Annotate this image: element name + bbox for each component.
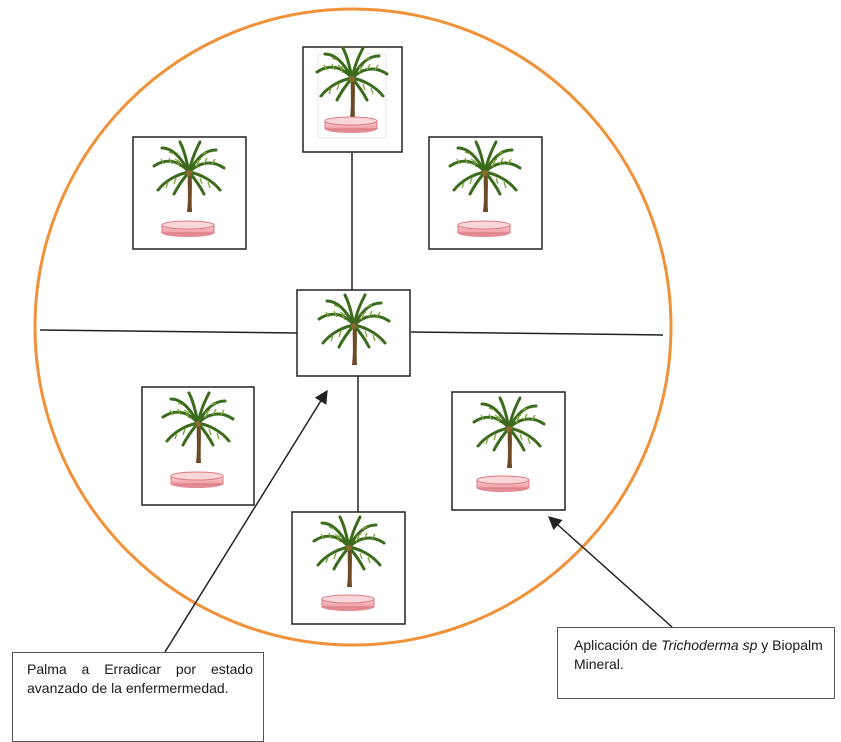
palm-box-upper-right — [428, 136, 543, 250]
callout-treatment-species: Trichoderma sp — [661, 637, 758, 653]
callout-treatment-prefix: Aplicación de — [574, 637, 662, 653]
treatment-pot-icon — [324, 116, 378, 134]
callout-treatment-suffix: y Biopalm Mineral. — [574, 637, 823, 672]
palm-box-bottom — [291, 511, 406, 625]
palm-box-upper-left — [132, 136, 247, 250]
connector-line-left — [39, 329, 298, 334]
treatment-pot-icon — [161, 220, 215, 238]
arrow-treatment — [547, 516, 673, 628]
callout-eradicate: Palma a Erradicar por estado avanzado de… — [12, 652, 264, 742]
treatment-pot-icon — [476, 475, 530, 493]
treatment-pot-icon — [170, 471, 224, 489]
treatment-pot-icon — [457, 220, 511, 238]
palm-box-lower-left — [141, 386, 255, 506]
connector-line-right — [410, 331, 664, 336]
callout-eradicate-text: Palma a Erradicar por estado avanzado de… — [27, 661, 253, 696]
plot-boundary-circle — [33, 7, 673, 647]
treatment-pot-icon — [321, 594, 375, 612]
palm-box-lower-right — [451, 391, 566, 511]
palm-box-top — [302, 46, 403, 153]
palm-box-center-eradicate — [296, 289, 411, 377]
callout-treatment: Aplicación de Trichoderma sp y Biopalm M… — [557, 627, 835, 699]
arrow-eradicate — [164, 389, 328, 653]
